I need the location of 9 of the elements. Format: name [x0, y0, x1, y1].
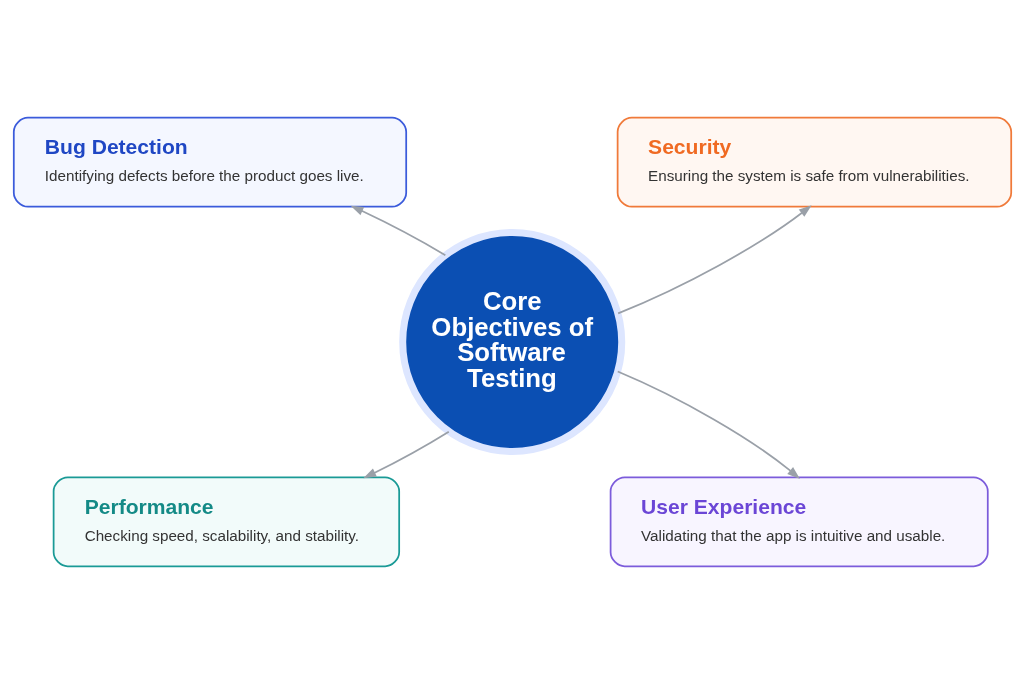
- node-box: Performance Checking speed, scalability, and stability.: [52, 475, 400, 567]
- node-circle: Core Objectives of Software Testing: [398, 228, 625, 455]
- arrow: [350, 205, 446, 256]
- node-box: Security Ensuring the system is safe from vulnerabilities.: [616, 116, 1012, 208]
- arrow: [616, 370, 800, 479]
- arrow: [362, 430, 450, 478]
- node-box: Bug Detection Identifying defects before the product goes live.: [12, 116, 407, 208]
- node-box: User Experience Validating that the app is intuitive and usable.: [609, 475, 989, 567]
- arrow: [616, 204, 812, 314]
